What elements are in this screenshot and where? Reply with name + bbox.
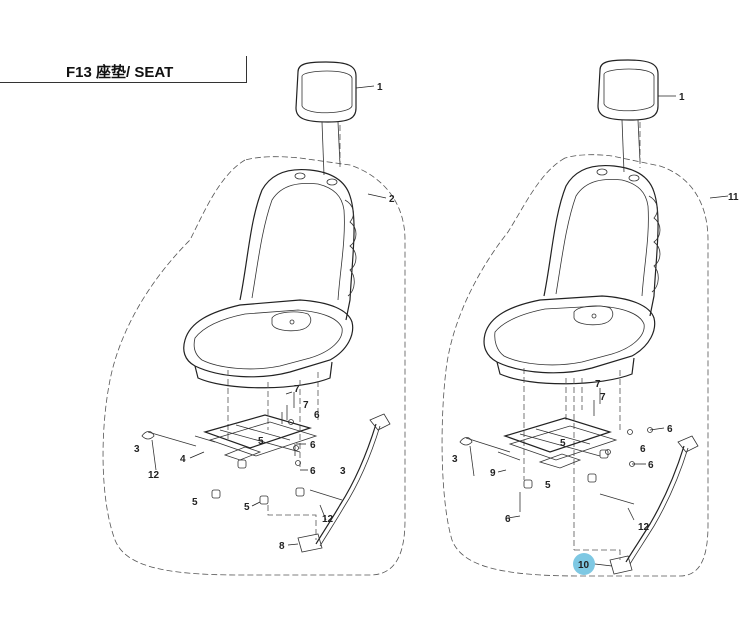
callout-right-6a: 6 xyxy=(667,424,673,435)
left-group-boundary xyxy=(102,156,406,576)
callout-right-5a: 5 xyxy=(560,438,566,449)
callout-left-12a: 12 xyxy=(148,470,160,481)
right-slide-rails xyxy=(503,417,612,453)
callout-right-12: 12 xyxy=(638,522,650,533)
right-seat-back xyxy=(543,164,659,317)
callout-left-5b: 5 xyxy=(192,497,198,508)
callout-right-7a: 7 xyxy=(595,379,601,390)
page-title: F13 座垫/ SEAT xyxy=(66,64,174,81)
right-headrest xyxy=(597,59,659,121)
left-callouts: 1 2 7 7 6 3 12 4 5 6 6 3 5 5 12 8 xyxy=(134,82,395,552)
right-group-boundary xyxy=(441,154,709,577)
callout-left-8: 8 xyxy=(279,541,285,552)
callout-left-6c: 6 xyxy=(310,466,316,477)
callout-right-6c: 6 xyxy=(640,444,646,455)
callout-right-6d: 6 xyxy=(505,514,511,525)
callout-left-7b: 7 xyxy=(303,400,309,411)
callout-left-2: 2 xyxy=(389,194,395,205)
callout-right-11: 11 xyxy=(728,192,739,203)
callout-10-highlight xyxy=(573,553,595,575)
callout-left-6a: 6 xyxy=(314,410,320,421)
left-seat-back xyxy=(239,168,355,321)
callout-right-10: 10 xyxy=(578,560,590,571)
callout-left-6b: 6 xyxy=(310,440,316,451)
left-headrest xyxy=(295,61,357,123)
left-slide-rails xyxy=(203,414,313,449)
right-callouts: 1 11 7 7 6 3 9 5 6 6 5 12 6 10 xyxy=(452,92,739,575)
callout-left-7a: 7 xyxy=(294,384,300,395)
left-seat-cushion xyxy=(183,299,354,378)
callout-right-1: 1 xyxy=(679,92,685,103)
right-seat-assembly xyxy=(441,59,709,577)
callout-right-5b: 5 xyxy=(545,480,551,491)
callout-right-9: 9 xyxy=(490,468,496,479)
right-seat-cushion xyxy=(483,295,656,374)
title-box: F13 座垫/ SEAT xyxy=(0,56,247,83)
callout-right-3: 3 xyxy=(452,454,458,465)
right-seat-belt xyxy=(625,445,685,563)
callout-left-1: 1 xyxy=(377,82,383,93)
callout-left-5c: 5 xyxy=(244,502,250,513)
callout-left-12b: 12 xyxy=(322,514,334,525)
left-seat-assembly xyxy=(102,61,406,576)
callout-left-3a: 3 xyxy=(134,444,140,455)
callout-left-4: 4 xyxy=(180,454,186,465)
callout-left-3b: 3 xyxy=(340,466,346,477)
callout-right-6b: 6 xyxy=(648,460,654,471)
callout-left-5a: 5 xyxy=(258,436,264,447)
left-seat-belt xyxy=(315,423,377,545)
callout-right-7b: 7 xyxy=(600,392,606,403)
